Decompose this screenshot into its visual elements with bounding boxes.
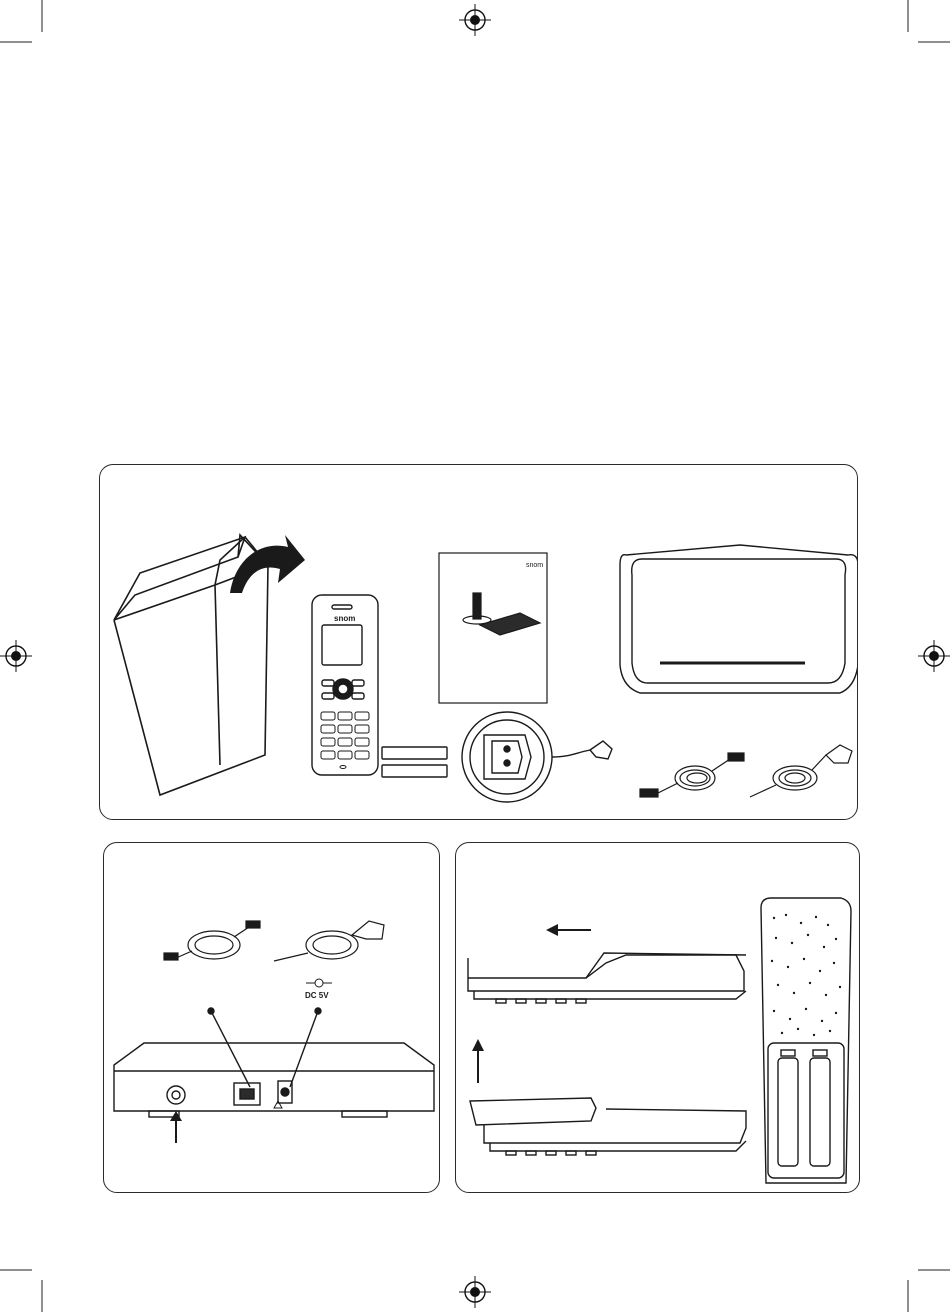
registration-mark-icon [0, 640, 32, 672]
dc-5v-label: DC 5V [305, 991, 329, 1000]
manual-icon [439, 553, 547, 703]
registration-mark-icon [459, 4, 491, 36]
dc-symbol-icon [306, 979, 332, 987]
speaker-holes [771, 914, 841, 1036]
battery-icon [382, 747, 447, 777]
manual-logo: snom [526, 562, 543, 569]
handset-keypad [321, 712, 369, 769]
power-adapter-icon [274, 921, 384, 961]
handset-back [761, 898, 851, 1183]
arrow-icon [472, 1039, 484, 1083]
power-adapter-icon [750, 745, 852, 797]
charger-icon [462, 712, 612, 802]
arrow-icon [546, 924, 591, 936]
package-contents-panel: snom snom [99, 464, 858, 820]
base-connection-illustration: DC 5V [104, 843, 440, 1193]
ethernet-cable-icon [640, 753, 744, 797]
handset-side-top [468, 953, 746, 1003]
package-contents-illustration: snom snom [100, 465, 858, 820]
registration-mark-icon [918, 640, 950, 672]
battery-insertion-illustration [456, 843, 860, 1193]
base-station-back [114, 1043, 434, 1117]
handset-side-bottom [470, 1098, 746, 1155]
arrow-icon [170, 1111, 182, 1143]
registration-mark-icon [459, 1276, 491, 1308]
base-station-icon [620, 545, 858, 693]
handset-logo: snom [334, 614, 355, 623]
base-connection-panel: DC 5V [103, 842, 440, 1193]
ethernet-cable-icon [164, 921, 260, 960]
battery-insertion-panel [455, 842, 860, 1193]
